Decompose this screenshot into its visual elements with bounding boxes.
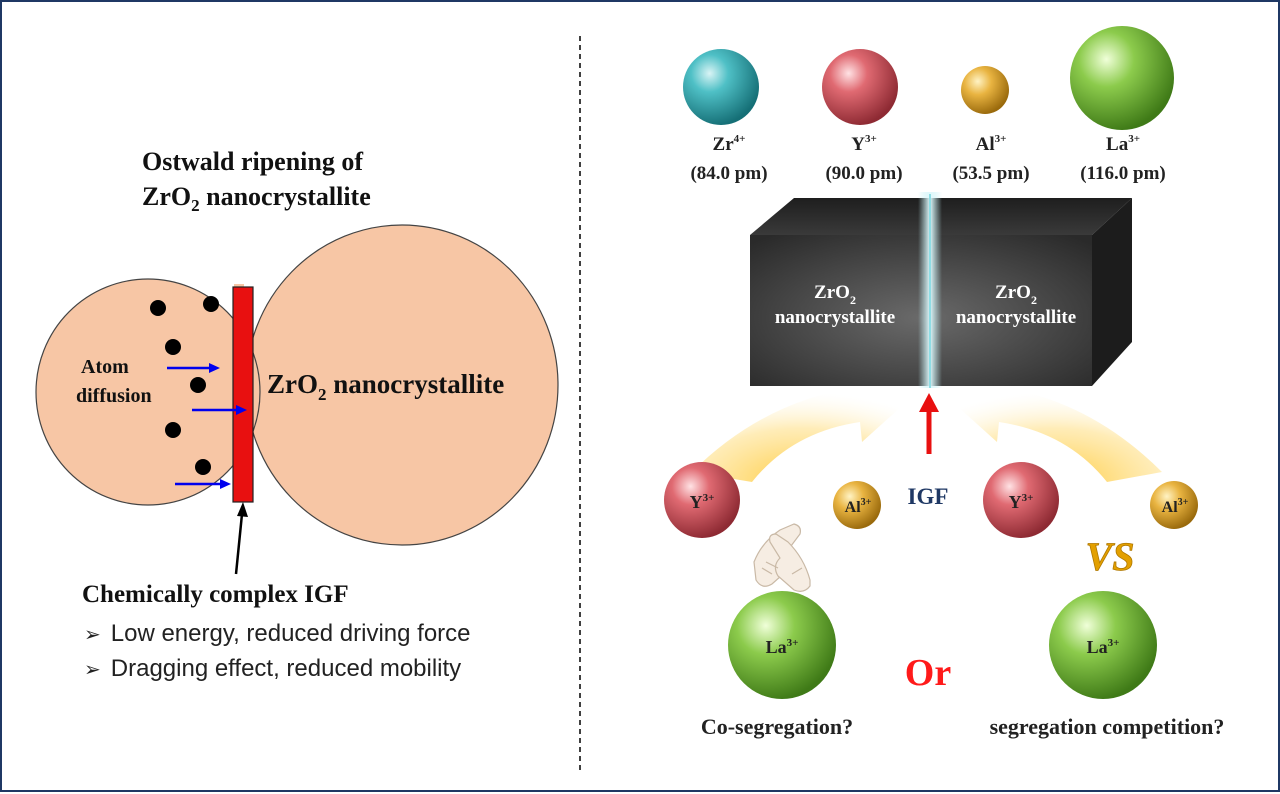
or-label: Or [905,652,952,694]
ball-label-y-left: Y3+ [690,492,715,512]
ion-symbol-la: La3+ [1106,133,1140,155]
diffusion-label-line1: Atom [81,356,129,378]
sphere-icon [1150,481,1198,529]
block-right-label-2: nanocrystallite [956,307,1076,328]
block-left-label-1: ZrO2 [814,282,856,307]
ion-radius-y: (90.0 pm) [825,163,902,184]
ball-label-y-right: Y3+ [1009,492,1034,512]
sphere-icon [728,591,836,699]
atom [190,377,206,393]
sphere-icon [1049,591,1157,699]
ball-label-la-left: La3+ [766,637,799,657]
ion-radius-al: (53.5 pm) [952,163,1029,184]
atoms [150,296,219,475]
ion-symbol-zr: Zr4+ [713,133,746,155]
sphere-icon [822,49,898,125]
igf-pointer-arrow [234,502,248,575]
left-title-line1: Ostwald ripening of [142,147,363,176]
igf-heading: Chemically complex IGF [82,581,349,608]
grain-label: ZrO2 nanocrystallite [267,369,504,404]
sphere-icon [1070,26,1174,130]
igf-bar [232,286,254,503]
ion-radius-la: (116.0 pm) [1080,163,1166,184]
cosegregation-label: Co-segregation? [701,714,853,739]
arrow-icon [192,405,247,415]
bullet-item: ➢Dragging effect, reduced mobility [84,655,461,682]
ion-symbol-al: Al3+ [976,133,1007,155]
block-left-label-2: nanocrystallite [775,307,895,328]
sphere-icon [961,66,1009,114]
ion-symbol-y: Y3+ [851,133,877,155]
ion-radius-zr: (84.0 pm) [690,163,767,184]
handshake-icon [753,523,811,592]
block-right-label-1: ZrO2 [995,282,1037,307]
ball-label-al-right: Al3+ [1162,497,1189,516]
sphere-icon [833,481,881,529]
left-title-line2: ZrO2 nanocrystallite [142,182,371,215]
zro2-block [750,192,1132,388]
igf-label: IGF [908,484,949,509]
atom [195,459,211,475]
segregation-glow [692,370,1162,482]
bullet-item: ➢Low energy, reduced driving force [84,620,471,647]
sphere-icon [664,462,740,538]
atom [203,296,219,312]
ball-label-al-left: Al3+ [845,497,872,516]
sphere-icon [683,49,759,125]
sphere-icon [983,462,1059,538]
small-grain [35,278,261,506]
igf-up-arrow [919,393,939,454]
ball-label-la-right: La3+ [1087,637,1120,657]
atom [150,300,166,316]
atom [165,339,181,355]
competition-label: segregation competition? [990,714,1225,739]
diffusion-label-line2: diffusion [76,385,152,407]
arrow-icon [175,479,231,489]
diffusion-arrows [167,363,247,489]
arrow-icon [167,363,220,373]
vs-label: VS [1086,534,1135,579]
atom [165,422,181,438]
